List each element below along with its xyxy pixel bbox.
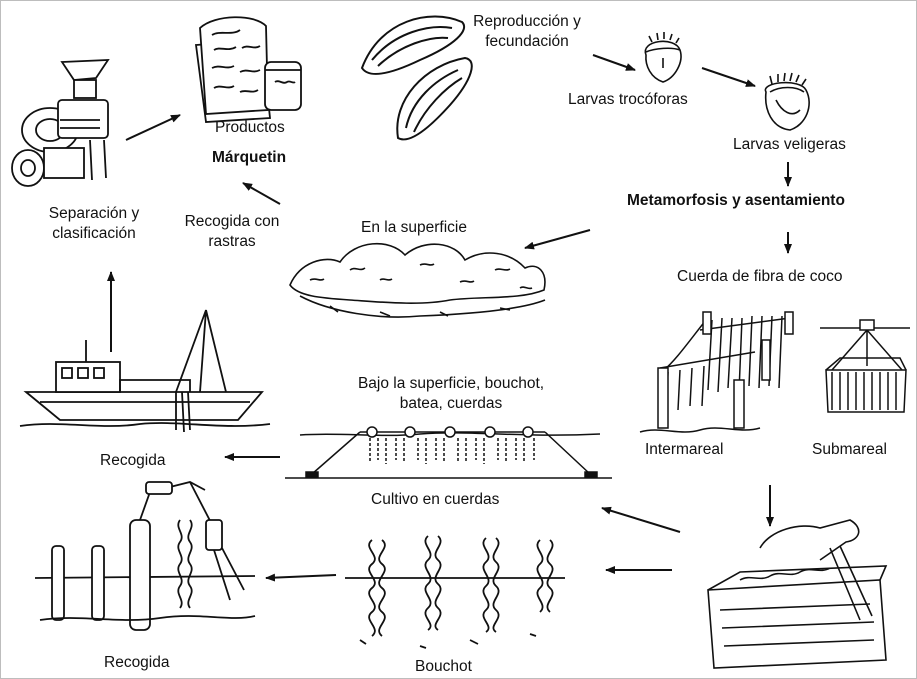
longline-culture-icon [285, 426, 612, 479]
arrow-to-trochophore [592, 54, 636, 71]
surface-mussel-bed-icon [289, 242, 546, 318]
label-trochophore-larvae: Larvas trocóforas [568, 91, 688, 108]
arrow-to-veliger [701, 67, 756, 87]
label-below-surface-line2: batea, cuerdas [399, 395, 503, 412]
label-metamorphosis: Metamorfosis y asentamiento [627, 192, 845, 209]
fishing-boat-icon [19, 309, 271, 433]
label-intertidal: Intermareal [645, 441, 724, 458]
label-harvest-bottom: Recogida [104, 654, 170, 671]
label-harvest-middle: Recogida [100, 452, 166, 469]
label-reproduction-line2: fecundación [485, 33, 569, 50]
label-dredge-harvest-line1: Recogida con [184, 213, 280, 230]
label-coconut-rope: Cuerda de fibra de coco [677, 268, 843, 285]
flow-arrows [107, 54, 792, 582]
label-dredge-harvest: Recogida con rastras [172, 212, 292, 252]
arrow-to-rope-culture [601, 506, 681, 533]
trochophore-larva-icon [644, 32, 682, 83]
mussel-shell-icon [360, 15, 473, 141]
label-below-surface: Bajo la superficie, bouchot, batea, cuer… [316, 374, 586, 414]
mussel-products-icon [194, 16, 302, 123]
label-below-surface-line1: Bajo la superficie, bouchot, [357, 375, 545, 392]
subtidal-cage-icon [820, 319, 910, 413]
mussel-seed-box-icon [707, 519, 888, 669]
label-on-surface: En la superficie [361, 219, 467, 236]
arrow-to-surface [524, 229, 591, 250]
label-separation: Separación y clasificación [24, 204, 164, 244]
arrow-to-marketing [242, 182, 281, 205]
label-separation-line1: Separación y [48, 205, 140, 222]
arrow-to-harvest-machine [265, 573, 337, 582]
intertidal-rack-icon [639, 311, 794, 433]
harvest-machine-icon [34, 481, 256, 631]
veliger-larva-icon [764, 72, 810, 131]
bouchot-ropes-icon [345, 535, 565, 649]
arrow-to-products [125, 114, 181, 141]
label-dredge-harvest-line2: rastras [208, 233, 256, 250]
label-separation-line2: clasificación [52, 225, 136, 242]
label-rope-culture: Cultivo en cuerdas [371, 491, 500, 508]
label-marketing: Márquetin [212, 149, 287, 166]
label-products: Productos [215, 119, 285, 136]
label-bouchot: Bouchot [415, 658, 472, 675]
label-subtidal: Submareal [812, 441, 887, 458]
label-reproduction-line1: Reproducción y [473, 13, 581, 30]
label-veliger-larvae: Larvas veligeras [733, 136, 846, 153]
label-reproduction: Reproducción y fecundación [452, 12, 602, 52]
separation-machine-icon [11, 59, 110, 187]
